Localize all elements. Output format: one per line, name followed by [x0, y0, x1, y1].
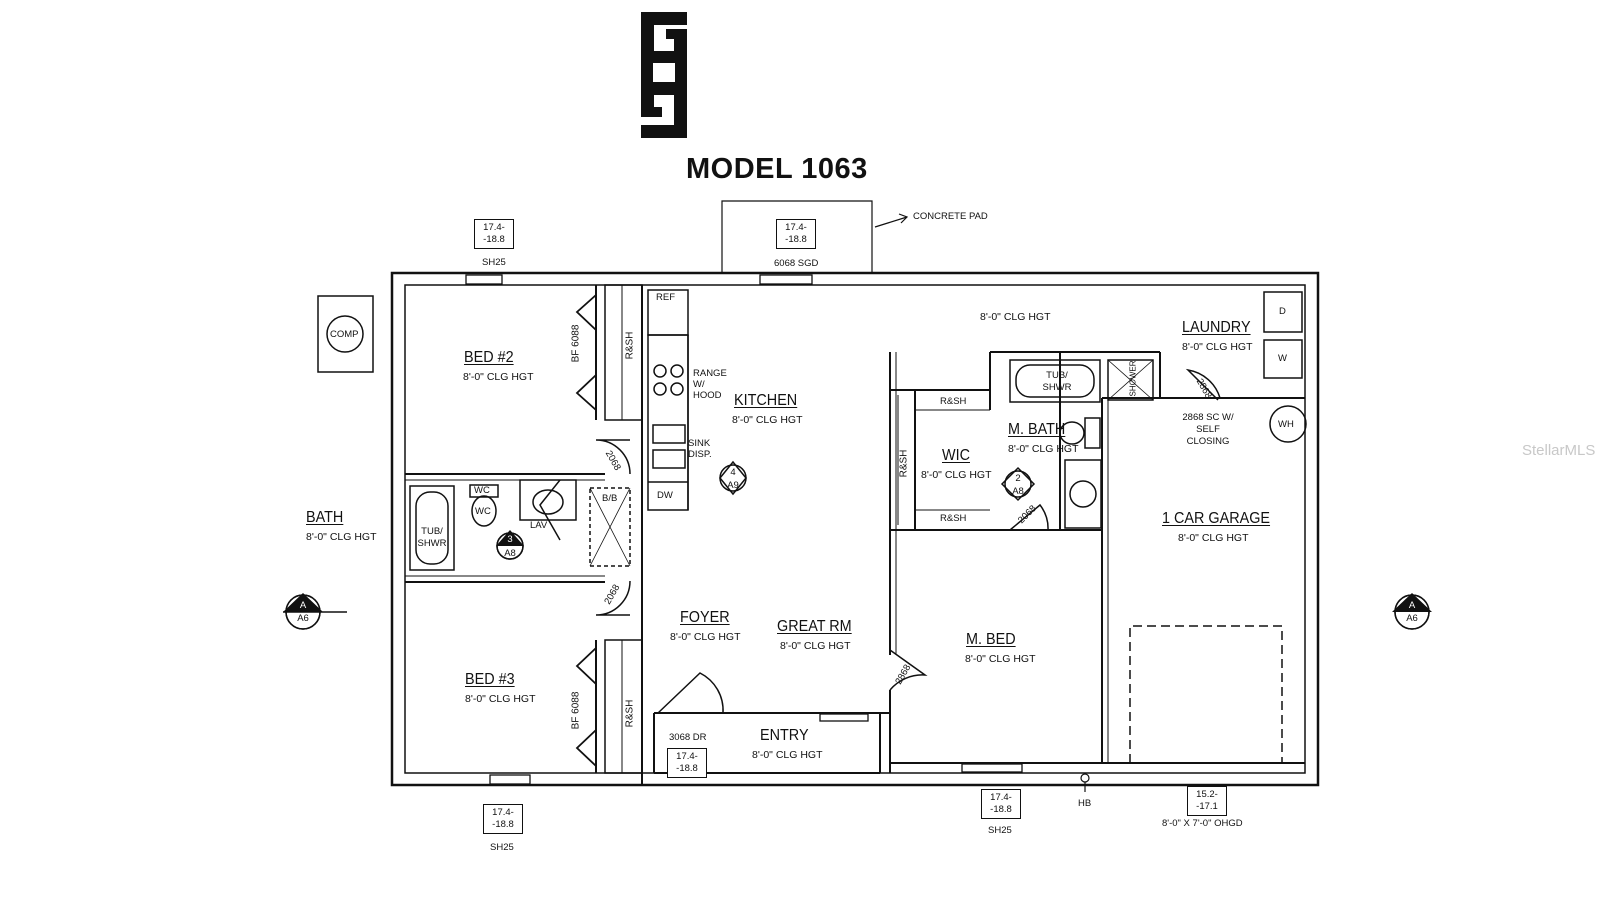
gg-monogram-logo [641, 12, 687, 138]
window-tag-garage: 15.2- -17.1 [1187, 786, 1227, 816]
laundry-fixtures [1263, 291, 1307, 443]
garage-door-outline [1129, 625, 1283, 763]
foyer-name: FOYER [680, 609, 730, 626]
window-sh25-top: SH25 [482, 257, 506, 268]
kitchen-cabinets [647, 289, 689, 511]
wic-rsh-top: R&SH [940, 396, 967, 407]
bed3-rsh: R&SH [624, 699, 636, 728]
section-left-bottom: A6 [297, 613, 309, 624]
door-3068-label: 3068 DR [669, 732, 707, 743]
m-bath-name: M. BATH [1008, 421, 1066, 438]
section-kitchen-bottom: A9 [727, 480, 739, 491]
section-bath-bottom: A8 [504, 548, 516, 559]
section-left-top: A [299, 600, 307, 611]
laundry-clg: 8'-0" CLG HGT [1182, 341, 1253, 353]
bed3-bf: BF 6088 [570, 691, 582, 730]
m-bed-clg: 8'-0" CLG HGT [965, 653, 1036, 665]
entry-name: ENTRY [760, 727, 809, 744]
section-bath-top: 3 [507, 534, 513, 545]
bb-label: B/B [602, 493, 618, 504]
window-sh25-bottom-center: SH25 [988, 825, 1012, 836]
section-marker-symbols [283, 460, 1432, 630]
great-rm-clg: 8'-0" CLG HGT [780, 640, 851, 652]
m-bed-name: M. BED [966, 631, 1016, 648]
sink-label: SINK DISP. [688, 438, 712, 460]
window-tag-bottom-center: 17.4- -18.8 [981, 789, 1021, 819]
bed3-clg: 8'-0" CLG HGT [465, 693, 536, 705]
bath-name: BATH [306, 509, 344, 526]
bed2-bf: BF 6088 [570, 324, 582, 363]
wic-rsh-side: R&SH [898, 449, 910, 478]
bath-tub-label: TUB/ SHWR [417, 526, 447, 549]
garage-door-label: 8'-0" X 7'-0" OHGD [1162, 818, 1243, 829]
interior-walls [405, 285, 1305, 784]
garage-name: 1 CAR GARAGE [1162, 510, 1271, 527]
wh-label: WH [1278, 419, 1294, 430]
section-right-bottom: A6 [1406, 613, 1418, 624]
dryer-label: D [1279, 306, 1286, 317]
window-tag-top-center: 17.4- -18.8 [776, 219, 816, 249]
wc-tank-label: WC [474, 485, 490, 496]
mbath-tub-label: TUB/ SHWR [1042, 370, 1072, 393]
closet-bifold-doors [575, 294, 597, 767]
m-bath-clg: 8'-0" CLG HGT [1008, 443, 1079, 455]
hb-label: HB [1078, 798, 1092, 809]
dw-label: DW [657, 490, 673, 501]
kitchen-clg: 8'-0" CLG HGT [732, 414, 803, 426]
concrete-pad [721, 200, 909, 273]
window-tag-bottom-left: 17.4- -18.8 [483, 804, 523, 834]
section-right-top: A [1408, 600, 1416, 611]
window-tag-entry: 17.4- -18.8 [667, 748, 707, 778]
wic-name: WIC [942, 447, 970, 464]
washer-label: W [1278, 353, 1287, 364]
comp-pad [317, 295, 374, 373]
closets [589, 284, 990, 774]
garage-clg: 8'-0" CLG HGT [1178, 532, 1249, 544]
windows [465, 274, 1023, 785]
comp-label: COMP [330, 329, 359, 340]
door-6068-sgd: 6068 SGD [774, 258, 819, 269]
foyer-clg: 8'-0" CLG HGT [670, 631, 741, 643]
wic-rsh-bottom: R&SH [940, 513, 967, 524]
concrete-pad-label: CONCRETE PAD [913, 211, 988, 222]
bed2-rsh: R&SH [624, 331, 636, 360]
lav-label: LAV [530, 520, 548, 531]
section-mbath-top: 2 [1015, 473, 1021, 484]
wic-clg: 8'-0" CLG HGT [921, 469, 992, 481]
watermark: StellarMLS [1522, 442, 1596, 459]
window-tag-top-left: 17.4- -18.8 [474, 219, 514, 249]
door-2868-sc: 2868 SC W/ SELF CLOSING [1182, 412, 1234, 447]
wc-label: WC [475, 506, 491, 517]
ref-label: REF [656, 292, 675, 303]
section-mbath-bottom: A8 [1012, 486, 1024, 497]
bed3-name: BED #3 [465, 671, 515, 688]
hose-bib [1080, 773, 1090, 792]
page-title: MODEL 1063 [686, 153, 868, 185]
bath-clg: 8'-0" CLG HGT [306, 531, 377, 543]
bed2-clg: 8'-0" CLG HGT [463, 371, 534, 383]
door-swings [539, 368, 1221, 714]
section-kitchen-top: 4 [730, 467, 736, 478]
bath-fixtures [409, 359, 1154, 571]
kitchen-name: KITCHEN [734, 392, 798, 409]
top-clg-note: 8'-0" CLG HGT [980, 311, 1051, 323]
laundry-name: LAUNDRY [1182, 319, 1251, 336]
bed2-name: BED #2 [464, 349, 514, 366]
entry-clg: 8'-0" CLG HGT [752, 749, 823, 761]
mbath-shower: SHOWER [1128, 360, 1138, 397]
window-sh25-bottom-left: SH25 [490, 842, 514, 853]
great-rm-name: GREAT RM [777, 618, 852, 635]
range-label: RANGE W/ HOOD [693, 368, 727, 401]
